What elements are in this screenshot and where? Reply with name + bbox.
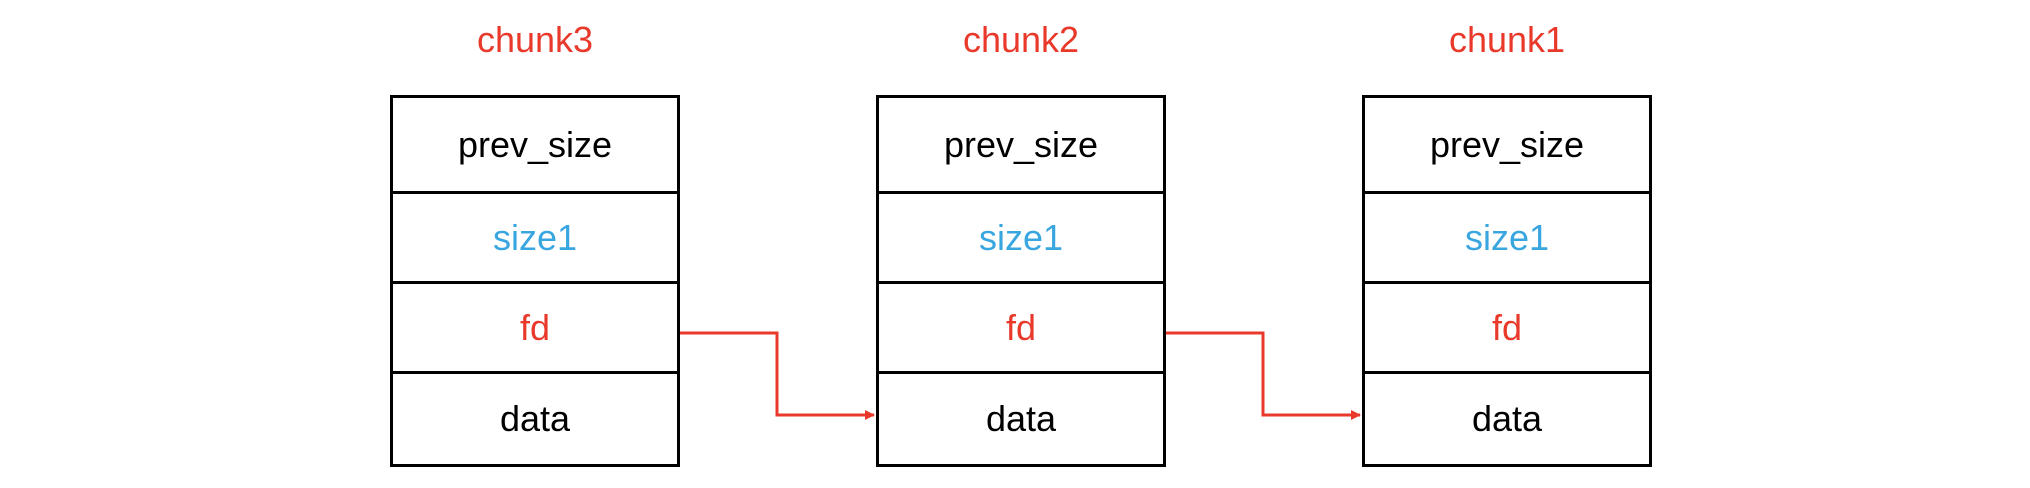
chunk1-title: chunk1 (1448, 19, 1566, 60)
chunk1-prev-size-field: prev_size (1429, 123, 1585, 165)
chunk3-fd-field: fd (393, 281, 677, 371)
chunk2-data-field: data (879, 371, 1163, 464)
chunk3-prev-size-field: prev_size (457, 123, 613, 165)
link-chunk3-fd-to-chunk2-data-arrow (680, 331, 875, 420)
link-chunk2-fd-to-chunk1-data-arrow (1166, 331, 1361, 420)
chunk3-box: prev_size size1 fd data (390, 95, 680, 467)
chunk1-fd-field: fd (1365, 281, 1649, 371)
chunk2-fd-field: fd (879, 281, 1163, 371)
chunk3-title: chunk3 (476, 19, 594, 60)
chunk2-box: prev_size size1 fd data (876, 95, 1166, 467)
chunk3-data-field: data (393, 371, 677, 464)
chunk1-box: prev_size size1 fd data (1362, 95, 1652, 467)
chunk2-prev-size-field: prev_size (943, 123, 1099, 165)
chunk1-size-field: size1 (1365, 191, 1649, 281)
chunk2-title: chunk2 (962, 19, 1080, 60)
chunk2-size-field: size1 (879, 191, 1163, 281)
chunk1-data-field: data (1365, 371, 1649, 464)
chunk3-size-field: size1 (393, 191, 677, 281)
